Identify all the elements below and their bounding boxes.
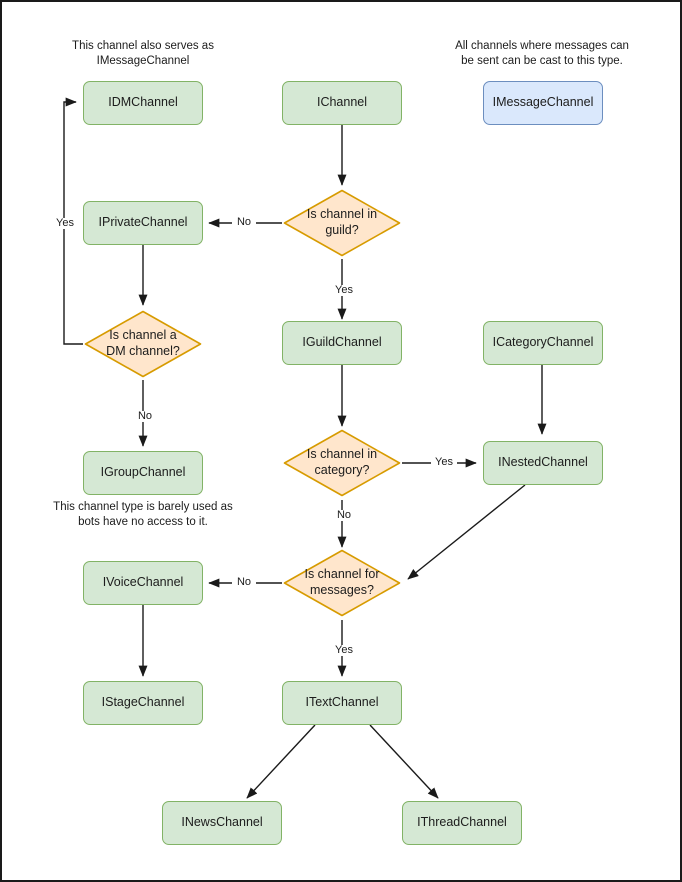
node-ivoice-channel[interactable]: IVoiceChannel	[83, 561, 203, 605]
diamond-shape-in-guild	[283, 189, 401, 257]
node-inested-channel[interactable]: INestedChannel	[483, 441, 603, 485]
edge-label-messages-no: No	[232, 577, 256, 588]
diamond-shape-is-dm	[84, 310, 202, 378]
edge-label-category-no: No	[332, 510, 356, 521]
node-inews-channel[interactable]: INewsChannel	[162, 801, 282, 845]
node-imessage-channel[interactable]: IMessageChannel	[483, 81, 603, 125]
decision-for-messages[interactable]: Is channel for messages?	[282, 548, 402, 618]
node-icategory-channel[interactable]: ICategoryChannel	[483, 321, 603, 365]
edge-label-guild-yes: Yes	[331, 285, 357, 296]
node-ithread-channel[interactable]: IThreadChannel	[402, 801, 522, 845]
node-ichannel[interactable]: IChannel	[282, 81, 402, 125]
decision-in-guild-label: Is channel in guild?	[306, 207, 378, 237]
decision-is-dm[interactable]: Is channel a DM channel?	[83, 309, 203, 379]
caption-dm-note: This channel also serves as IMessageChan…	[72, 40, 214, 67]
decision-for-messages-label: Is channel for messages?	[304, 567, 380, 597]
decision-in-category-label: Is channel in category?	[306, 447, 378, 477]
edge-label-guild-no: No	[232, 217, 256, 228]
edge-label-messages-yes: Yes	[331, 645, 357, 656]
edge-inested-to-messages	[407, 484, 526, 580]
edge-label-dm-yes: Yes	[51, 218, 79, 229]
node-iguild-channel[interactable]: IGuildChannel	[282, 321, 402, 365]
edge-itext-to-inews	[246, 724, 316, 799]
node-iprivate-channel[interactable]: IPrivateChannel	[83, 201, 203, 245]
decision-is-dm-label: Is channel a DM channel?	[106, 328, 180, 358]
node-idm-channel[interactable]: IDMChannel	[83, 81, 203, 125]
caption-group-note: This channel type is barely used as bots…	[53, 501, 233, 528]
decision-in-category[interactable]: Is channel in category?	[282, 428, 402, 498]
diamond-shape-in-category	[283, 429, 401, 497]
caption-message-note: All channels where messages can be sent …	[455, 40, 629, 67]
edge-label-dm-no: No	[133, 411, 157, 422]
edge-itext-to-ithread	[369, 724, 439, 799]
diamond-shape-for-messages	[283, 549, 401, 617]
node-itext-channel[interactable]: ITextChannel	[282, 681, 402, 725]
decision-in-guild[interactable]: Is channel in guild?	[282, 188, 402, 258]
node-istage-channel[interactable]: IStageChannel	[83, 681, 203, 725]
node-igroup-channel[interactable]: IGroupChannel	[83, 451, 203, 495]
edge-label-category-yes: Yes	[431, 457, 457, 468]
